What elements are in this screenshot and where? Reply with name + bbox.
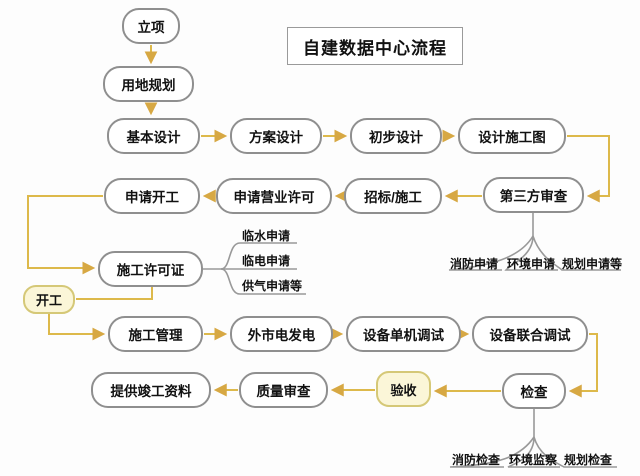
- node-inspection: 检查: [502, 373, 566, 409]
- tree-permit-branch-gas: [220, 268, 306, 295]
- node-bidding-construction: 招标/施工: [344, 178, 442, 214]
- node-external-power: 外市电发电: [230, 316, 333, 352]
- line-permit-to-startwork: [76, 287, 153, 300]
- tree-inspection-branch-env: [507, 436, 560, 468]
- node-apply-start-work: 申请开工: [104, 178, 200, 214]
- arrow-applystart-to-permit: [27, 195, 103, 275]
- node-start-work: 开工: [23, 285, 75, 314]
- tree-permit-branch-water: [220, 242, 297, 270]
- node-project-initiation: 立项: [122, 8, 180, 44]
- arrow-drawings-to-thirdpartyreview: [567, 135, 610, 203]
- node-construction-drawings: 设计施工图: [458, 118, 566, 154]
- node-acceptance: 验收: [376, 371, 431, 407]
- tree-inspection-branch-fire: [449, 436, 535, 468]
- node-quality-review: 质量审查: [239, 372, 328, 408]
- tree-review-branch-env: [504, 235, 558, 271]
- node-basic-design: 基本设计: [107, 118, 200, 154]
- diagram-title: 自建数据中心流程: [287, 27, 463, 65]
- sublabel-planning-inspection: 规划检查: [564, 453, 613, 467]
- sublabel-fire-inspection: 消防检查: [452, 453, 501, 467]
- node-construction-permit: 施工许可证: [98, 251, 203, 287]
- node-equipment-joint-test: 设备联合调试: [472, 316, 588, 352]
- node-scheme-design: 方案设计: [230, 118, 322, 154]
- sublabel-planning-application: 规划申请等: [562, 257, 623, 271]
- tree-inspection-branch-plan: [533, 436, 617, 468]
- node-equipment-standalone-test: 设备单机调试: [346, 316, 461, 352]
- sublabel-temp-water-application: 临水申请: [242, 229, 291, 243]
- tree-review-branch-plan: [532, 235, 621, 271]
- node-land-planning: 用地规划: [103, 66, 194, 102]
- node-third-party-review: 第三方审查: [483, 177, 584, 213]
- sublabel-environment-application: 环境申请: [507, 257, 556, 271]
- node-completion-documents: 提供竣工资料: [91, 372, 211, 408]
- arrow-jointtest-to-inspection: [568, 333, 598, 398]
- node-apply-business-license: 申请营业许可: [216, 178, 332, 214]
- node-preliminary-design: 初步设计: [350, 118, 442, 154]
- sublabel-temp-power-application: 临电申请: [242, 254, 291, 268]
- sublabel-environment-supervision: 环境监察: [509, 453, 558, 467]
- sublabel-fire-application: 消防申请: [450, 257, 499, 271]
- tree-review-branch-fire: [448, 235, 534, 271]
- arrow-startwork-to-management: [48, 314, 106, 341]
- node-construction-management: 施工管理: [108, 316, 203, 352]
- sublabel-gas-supply-application: 供气申请等: [242, 279, 303, 293]
